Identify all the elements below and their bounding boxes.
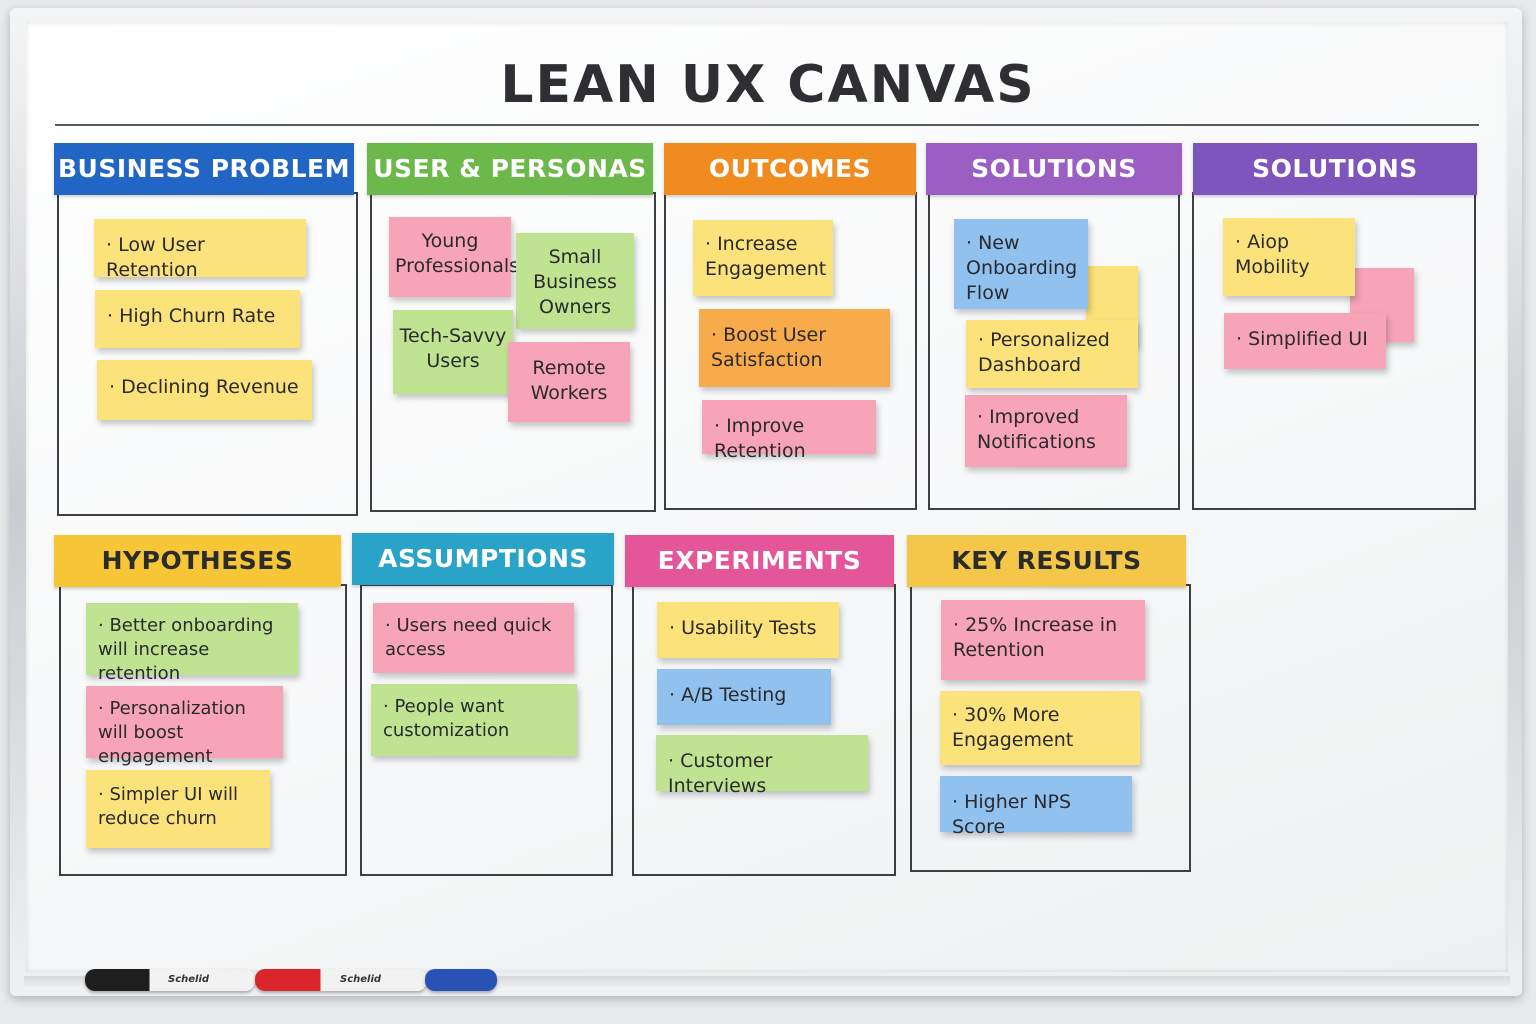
sticky-note[interactable]: · A/B Testing [657,669,831,725]
sticky-note[interactable]: · Higher NPS Score [940,776,1132,838]
sticky-note[interactable]: · Boost User Satisfaction [699,309,890,387]
sticky-note[interactable]: Tech-Savvy Users [393,310,513,394]
marker-brand-label: Schelid [168,974,210,985]
sticky-note[interactable]: · 30% More Engagement [940,691,1140,765]
sticky-note[interactable]: · Declining Revenue [97,360,312,420]
sticky-note[interactable]: · Users need quick access [373,603,574,673]
sticky-note[interactable]: · Personalization will boost engagement [86,686,283,767]
sticky-note[interactable]: · Aiop Mobility [1223,218,1355,296]
outcomes-header: OUTCOMES [664,143,916,195]
sticky-note[interactable]: · Simplified UI [1224,313,1386,369]
sticky-note[interactable]: Young Professionals [389,217,519,297]
sticky-note[interactable]: · Usability Tests [657,602,839,658]
sticky-note[interactable]: · Customer Interviews [656,735,868,797]
sticky-note[interactable]: · Better onboarding will increase retent… [86,603,298,684]
experiments-header: EXPERIMENTS [625,535,894,587]
title-divider [55,124,1479,126]
sticky-note[interactable]: · Simpler UI will reduce churn [86,770,270,848]
key-results-header: KEY RESULTS [907,535,1186,587]
sticky-note[interactable]: · Low User Retention [94,219,306,281]
sticky-note[interactable]: · Improve Retention [702,400,876,462]
solutions-header-1: SOLUTIONS [926,143,1182,195]
sticky-note[interactable]: · High Churn Rate [95,290,300,348]
black-marker[interactable] [85,969,255,991]
hypotheses-header: HYPOTHESES [54,535,341,587]
sticky-note[interactable]: · Personalized Dashboard [966,320,1138,388]
business-problem-header: BUSINESS PROBLEM [54,143,354,195]
sticky-note[interactable]: Small Business Owners [516,233,634,329]
blue-marker[interactable] [425,969,497,991]
assumptions-header: ASSUMPTIONS [352,533,614,585]
sticky-note[interactable]: · 25% Increase in Retention [941,600,1145,680]
sticky-note[interactable]: Remote Workers [508,342,630,422]
marker-brand-label: Schelid [340,974,382,985]
user-personas-header: USER & PERSONAS [367,143,653,195]
solutions-header-2: SOLUTIONS [1193,143,1477,195]
canvas-title: LEAN UX CANVAS [500,55,1036,115]
sticky-note[interactable]: · Improved Notifications [965,395,1127,467]
assumptions-box [360,584,613,876]
red-marker[interactable] [255,969,427,991]
sticky-note[interactable]: · New Onboarding Flow [954,219,1088,309]
sticky-note[interactable]: · Increase Engagement [693,220,833,296]
sticky-note[interactable]: · People want customization [371,684,577,756]
